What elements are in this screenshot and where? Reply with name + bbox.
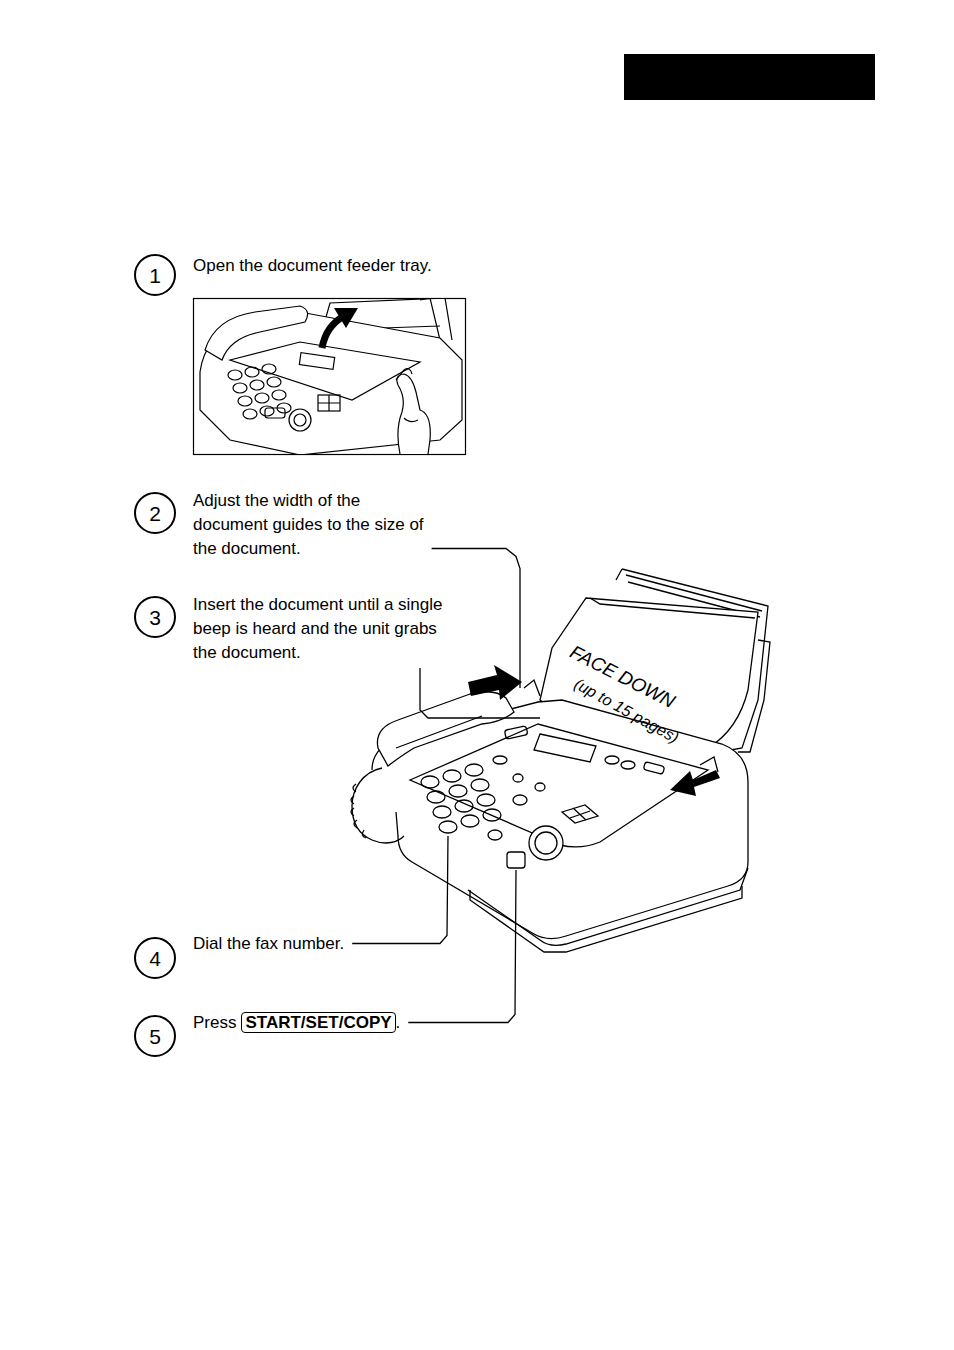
instruction-text: Adjust the width of the document guides … (193, 489, 425, 561)
leader-line (352, 836, 448, 944)
instruction-text: Press START/SET/COPY. (193, 1011, 473, 1035)
step-item: 4 Dial the fax number. (134, 932, 413, 976)
instruction: Dial the fax number. (193, 934, 344, 953)
instruction: Press (193, 1013, 236, 1032)
tray-illustration (194, 298, 466, 455)
step-number: 1 (149, 265, 161, 286)
step-item: 5 Press START/SET/COPY. (134, 1011, 473, 1055)
step-item: 3 Insert the document until a single beep… (134, 593, 458, 665)
key-name: START/SET/COPY (241, 1012, 395, 1033)
step-number: 2 (149, 503, 161, 524)
step-number-circle: 4 (134, 937, 176, 979)
step-item: 1 Open the document feeder tray. (134, 254, 493, 298)
instruction-text: Insert the document until a single beep … (193, 593, 458, 665)
leader-line (408, 870, 516, 1023)
leader-line (432, 549, 520, 689)
step-number: 3 (149, 607, 161, 628)
step-number-circle: 3 (134, 596, 176, 638)
step-number-circle: 5 (134, 1015, 176, 1057)
instruction: Adjust the width of the document guides … (193, 491, 424, 558)
instruction: Insert the document until a single beep … (193, 595, 442, 662)
leader-line (420, 668, 540, 718)
step-number-circle: 1 (134, 254, 176, 296)
step-item: 2 Adjust the width of the document guides… (134, 489, 425, 561)
instruction: Open the document feeder tray. (193, 256, 432, 275)
instruction-text: Dial the fax number. (193, 932, 413, 956)
instruction: . (396, 1013, 401, 1032)
instruction-text: Open the document feeder tray. (193, 254, 493, 278)
step-number-circle: 2 (134, 492, 176, 534)
step-number: 4 (149, 948, 161, 969)
step-number: 5 (149, 1026, 161, 1047)
header-bar (624, 54, 875, 100)
